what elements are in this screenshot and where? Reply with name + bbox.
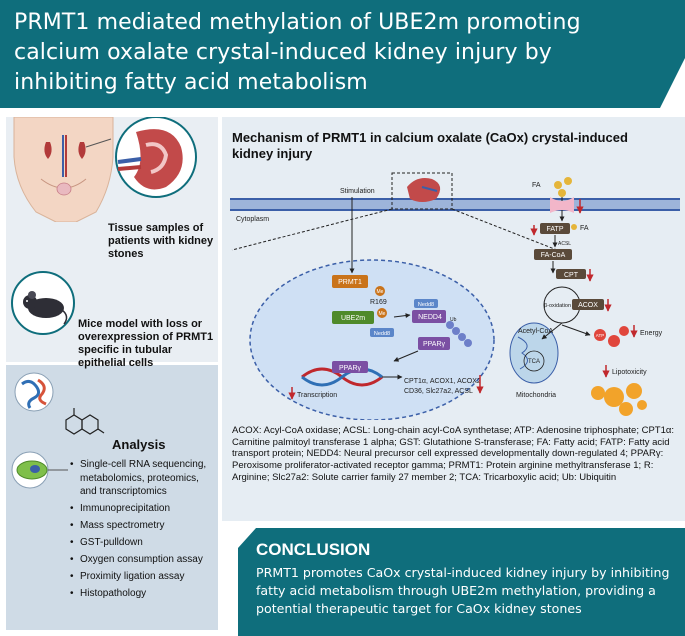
mechanism-title: Mechanism of PRMT1 in calcium oxalate (C… bbox=[232, 130, 628, 161]
fatp-label: FATP bbox=[547, 226, 564, 233]
acsl-label: ACSL bbox=[558, 241, 571, 247]
acetyl-coa-label: Acetyl-CoA bbox=[518, 328, 553, 335]
lipotoxicity-label: Lipotoxicity bbox=[612, 369, 647, 376]
cell-membrane bbox=[230, 198, 680, 211]
tissue-samples-label: Tissue samples of patients with kidney s… bbox=[108, 222, 214, 260]
prmt1-box bbox=[332, 275, 368, 288]
fatp-box bbox=[540, 223, 570, 234]
analysis-illustration bbox=[11, 372, 105, 489]
human-body-icon bbox=[13, 117, 114, 222]
analysis-item: Single-cell RNA sequencing, metabolomics… bbox=[70, 458, 218, 499]
abbreviations-text: ACOX: Acyl-CoA oxidase; ACSL: Long-chain… bbox=[232, 425, 675, 483]
analysis-item: GST-pulldown bbox=[70, 536, 218, 550]
conclusion-body: PRMT1 promotes CaOx crystal-induced kidn… bbox=[256, 565, 670, 616]
nedd8-label: Nedd8 bbox=[374, 331, 390, 337]
ppar-label: PPARγ bbox=[423, 341, 446, 348]
cpt-box bbox=[556, 269, 586, 279]
ppar-box bbox=[418, 337, 450, 350]
acox-box bbox=[572, 299, 604, 310]
fa-coa-label: FA-CoA bbox=[541, 252, 566, 259]
tca-label: TCA bbox=[528, 359, 540, 365]
nucleus bbox=[249, 259, 495, 420]
prmt1-label: PRMT1 bbox=[338, 279, 362, 286]
kidney-icon bbox=[407, 178, 441, 202]
analysis-item: Proximity ligation assay bbox=[70, 570, 218, 584]
nedd4-label: NEDD4 bbox=[418, 314, 442, 321]
mice-model-label: Mice model with loss or overexpression o… bbox=[78, 318, 214, 369]
beta-oxidation-label: β-oxidation bbox=[544, 303, 571, 309]
analysis-item: Immunoprecipitation bbox=[70, 502, 218, 516]
lipid-droplets-icon bbox=[591, 383, 647, 416]
target-genes-line2: CD36, Slc27a2, ACSL bbox=[404, 388, 473, 395]
analysis-item: Histopathology bbox=[70, 587, 218, 601]
transcription-label: Transcription bbox=[297, 392, 337, 399]
molecule-icon bbox=[65, 408, 105, 435]
r169-label: R169 bbox=[370, 299, 387, 306]
page-title: PRMT1 mediated methylation of UBE2m prom… bbox=[14, 10, 581, 95]
ub-label: Ub bbox=[450, 317, 457, 323]
ppar-dna-label: PPARγ bbox=[339, 365, 362, 372]
target-genes-line1: CPT1α, ACOX1, ACOX2 bbox=[404, 378, 481, 385]
ube2m-box bbox=[332, 311, 374, 324]
human-kidney-illustration bbox=[13, 117, 197, 222]
fatty-acid-icon bbox=[554, 177, 572, 197]
analysis-item: Mass spectrometry bbox=[70, 519, 218, 533]
acox-label: ACOX bbox=[578, 302, 598, 309]
mitochondria-label: Mitochondria bbox=[516, 392, 556, 399]
methyl-label: Me bbox=[377, 289, 384, 295]
conclusion-box: CONCLUSION PRMT1 promotes CaOx crystal-i… bbox=[238, 528, 685, 636]
energy-label: Energy bbox=[640, 330, 663, 337]
nedd4-box bbox=[412, 310, 446, 323]
cpt-label: CPT bbox=[564, 272, 579, 279]
title-banner: PRMT1 mediated methylation of UBE2m prom… bbox=[0, 0, 685, 108]
mouse-illustration bbox=[11, 271, 75, 335]
fatp-transporter-icon bbox=[550, 197, 574, 213]
stimulation-label: Stimulation bbox=[340, 188, 375, 195]
analysis-list: Single-cell RNA sequencing, metabolomics… bbox=[70, 458, 218, 604]
ube2m-label: UBE2m bbox=[341, 315, 365, 322]
atp-label: ATP bbox=[596, 333, 604, 338]
kidney-closeup-icon bbox=[115, 117, 197, 198]
fa2-label: FA bbox=[580, 225, 589, 232]
analysis-title: Analysis bbox=[112, 437, 166, 452]
mechanism-diagram: Stimulation Cytoplasm PRMT1 Me R169 UBE2… bbox=[230, 172, 680, 420]
fa-coa-box bbox=[534, 249, 572, 260]
methyl-label-2: Me bbox=[379, 311, 386, 317]
cytoplasm-label: Cytoplasm bbox=[236, 216, 269, 223]
dna-helix-icon bbox=[301, 367, 383, 387]
cell-icon bbox=[11, 451, 68, 489]
analysis-item: Oxygen consumption assay bbox=[70, 553, 218, 567]
protein-structure-icon bbox=[14, 372, 54, 412]
conclusion-heading: CONCLUSION bbox=[256, 540, 371, 559]
ubiquitin-chain bbox=[446, 321, 472, 347]
nedd8-label-2: Nedd8 bbox=[418, 302, 434, 308]
mouse-icon bbox=[23, 291, 68, 325]
fa-label: FA bbox=[532, 182, 541, 189]
atp-icon bbox=[594, 326, 629, 347]
